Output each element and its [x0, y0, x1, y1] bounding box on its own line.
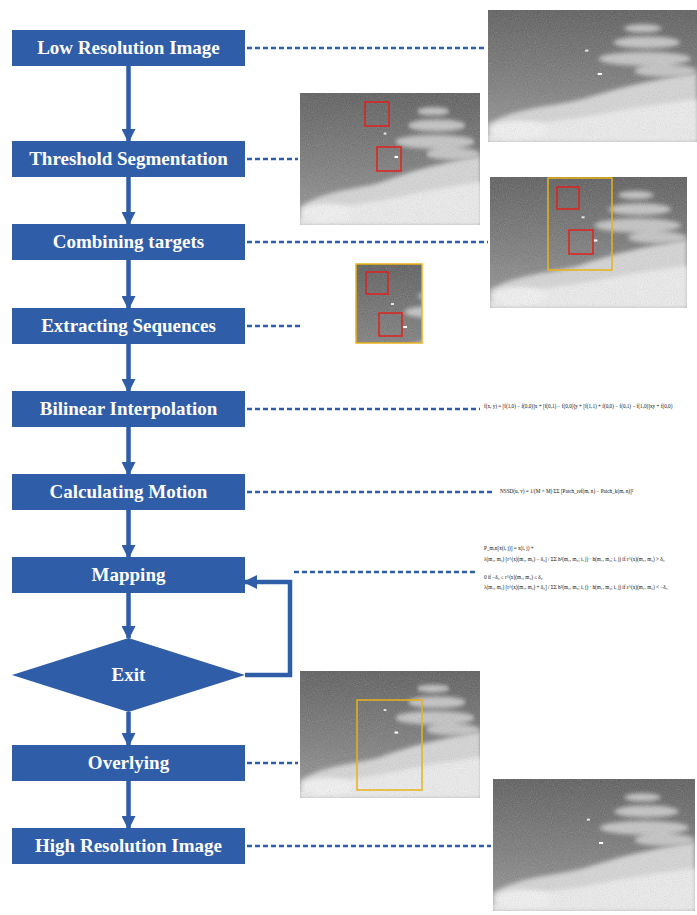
flow-arrow — [126, 781, 131, 828]
flow-arrow — [126, 712, 131, 745]
process-box: Overlying — [12, 745, 245, 781]
formula: NSSD(u, v) = 1/(M × M) ΣΣ [Patch_ref(m, … — [500, 488, 633, 495]
flow-arrow — [126, 66, 131, 141]
node-text: High Resolution Image — [35, 835, 222, 857]
flow-arrow — [126, 177, 131, 224]
process-box: Calculating Motion — [12, 474, 245, 510]
formula: f(x, y) = [f(1,0) − f(0,0)]x + [f(0,1) −… — [484, 403, 672, 410]
flow-arrow — [126, 260, 131, 308]
flow-arrow — [126, 510, 131, 557]
process-box: Mapping — [12, 557, 245, 593]
flow-arrow — [126, 593, 131, 638]
output-box: High Resolution Image — [12, 828, 245, 864]
node-text: Calculating Motion — [50, 481, 208, 503]
formula: 0 if −δ₀ ≤ r^(x)(m₁, m₂) ≤ δ₀ — [484, 574, 543, 581]
formula: λ(m₁, m₂) [r^(x)(m₁, m₂) + δ₀] / ΣΣ h²(m… — [484, 584, 667, 591]
node-text: Extracting Sequences — [41, 315, 216, 337]
process-box: Threshold Segmentation — [12, 141, 245, 177]
node-text: Bilinear Interpolation — [40, 398, 218, 420]
node-text: Mapping — [92, 564, 166, 586]
node-text: Threshold Segmentation — [29, 148, 228, 170]
formula: λ(m₁, m₂) [r^(x)(m₁, m₂) − δ₀] / ΣΣ h²(m… — [484, 556, 665, 563]
process-box: Extracting Sequences — [12, 308, 245, 344]
flow-arrow — [245, 582, 290, 675]
node-text: Low Resolution Image — [37, 37, 220, 59]
input-box: Low Resolution Image — [12, 30, 245, 66]
node-text: Combining targets — [53, 231, 204, 253]
process-box: Bilinear Interpolation — [12, 391, 245, 427]
node-text: Exit — [112, 664, 146, 686]
node-text: Overlying — [88, 752, 169, 774]
process-box: Combining targets — [12, 224, 245, 260]
flow-arrow — [126, 344, 131, 391]
flow-arrow — [126, 427, 131, 474]
formula: P_m,n[x(i, j)] = x(i, j) + — [484, 545, 534, 552]
decision-diamond: Exit — [12, 638, 245, 712]
